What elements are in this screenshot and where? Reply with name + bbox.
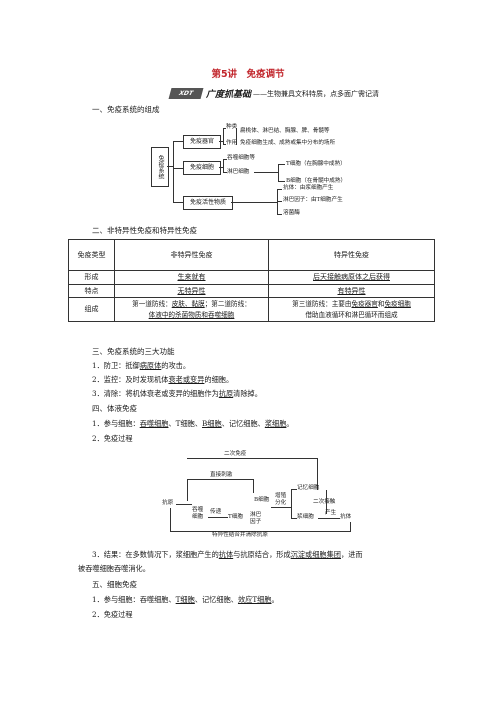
row-feature-label: 特点 <box>68 283 115 298</box>
b-cell-node: B细胞 <box>254 497 270 503</box>
t-cell-label: T细胞（在胸腺中成熟） <box>286 161 346 167</box>
formation-nonspecific: 生来就有 <box>177 273 206 281</box>
humoral-process-label: 2．免疫过程 <box>92 434 133 443</box>
function-item-2: 2．监控：及时发现机体衰老或变异的细胞。 <box>92 375 234 384</box>
function-item-3: 3．清除：将机体衰老或变异的细胞作为抗原清除掉。 <box>92 389 262 398</box>
section4-heading: 四、体液免疫 <box>92 404 137 413</box>
organ-function: 免疫细胞生成、成熟或集中分布的场所 <box>240 140 336 146</box>
page-title: 第5讲 免疫调节 <box>211 69 285 80</box>
section5-heading: 五、细胞免疫 <box>92 580 137 589</box>
row-composition-label: 组成 <box>68 297 115 322</box>
t-cell-node: T细胞 <box>228 514 243 520</box>
plasma-cell-node: 浆细胞 <box>297 514 314 520</box>
banner-logo: XDT <box>168 88 204 99</box>
second-contact-label: 二次接触 <box>313 499 336 505</box>
header-nonspecific: 非特异性免疫 <box>114 239 269 271</box>
cell-box: 免疫细胞 <box>183 161 221 175</box>
phagocyte-node: 吞噬细胞 <box>192 507 204 520</box>
lysozyme-label: 溶菌酶 <box>283 210 300 216</box>
present-label: 传递 <box>210 509 222 515</box>
lymphocyte-label: 淋巴细胞 <box>227 169 250 175</box>
composition-nonspecific: 第一道防线：皮肤、黏膜；第二道防线：体液中的杀菌物质和吞噬细胞 <box>114 297 269 322</box>
organ-function-label: 作用 <box>226 140 238 146</box>
bottom-label: 特异性结合并清除抗原 <box>212 532 268 538</box>
lymphokine-node: 淋巴因子 <box>250 512 262 525</box>
header-specific: 特异性免疫 <box>268 239 435 271</box>
phagocyte-label: 吞噬细胞等 <box>227 155 255 161</box>
section3-heading: 三、免疫系统的三大功能 <box>92 347 175 356</box>
section1-heading: 一、免疫系统的组成 <box>92 105 160 114</box>
organ-types: 扁桃体、淋巴结、胸腺、脾、骨髓等 <box>240 128 330 134</box>
banner-main: 广度抓基础 <box>206 90 252 100</box>
humoral-result-line1: 3．结果：在多数情况下，浆细胞产生的抗体与抗原结合，形成沉淀或细胞集团，进而 <box>92 550 363 559</box>
function-item-1: 1．防卫：抵御病原体的攻击。 <box>92 361 191 370</box>
row-formation-label: 形成 <box>68 270 115 285</box>
direct-stimulation-label: 直接刺激 <box>210 472 233 478</box>
cellular-cells: 1．参与细胞：吞噬细胞、T细胞、记忆细胞、效应T细胞。 <box>92 595 279 604</box>
proliferate-label: 增殖分化 <box>275 493 287 506</box>
section-banner: XDT 广度抓基础 ——生物兼具文科特质，点多面广需记清 <box>168 87 380 100</box>
formation-specific: 后天接触病原体之后获得 <box>313 273 390 281</box>
banner-subtitle: ——生物兼具文科特质，点多面广需记清 <box>253 89 380 98</box>
antibody-label: 抗体：由浆细胞产生 <box>283 185 334 191</box>
antibody-node: 抗体 <box>340 514 352 520</box>
active-substance-box: 免疫活性物质 <box>183 196 233 210</box>
antigen-label: 抗原 <box>162 500 174 506</box>
memory-cell-node: 记忆细胞 <box>297 485 320 491</box>
produce-label: 产生 <box>325 510 337 516</box>
composition-specific: 第三道防线：主要由免疫器官和免疫细胞借助血液循环和淋巴循环而组成 <box>268 297 435 322</box>
b-cell-label: B细胞（在骨髓中成熟） <box>286 178 347 184</box>
immunity-comparison-table: 免疫类型 非特异性免疫 特异性免疫 形成 生来就有 后天接触病原体之后获得 特点… <box>68 239 435 322</box>
organ-box: 免疫器官 <box>183 135 221 149</box>
humoral-result-line2: 被吞噬细胞吞噬消化。 <box>78 564 150 573</box>
lymphokine-label: 淋巴因子：由T细胞产生 <box>283 197 343 203</box>
organ-types-label: 种类 <box>226 124 238 130</box>
root-box: 免疫系统 <box>151 147 169 187</box>
header-type: 免疫类型 <box>68 239 115 271</box>
secondary-immunity-label: 二次免疫 <box>224 451 247 457</box>
cellular-process-label: 2．免疫过程 <box>92 610 133 619</box>
feature-nonspecific: 无特异性 <box>177 286 206 295</box>
humoral-cells: 1．参与细胞：吞噬细胞、T细胞、B细胞、记忆细胞、浆细胞。 <box>92 419 294 428</box>
feature-specific: 有特异性 <box>337 286 366 295</box>
section2-heading: 二、非特异性免疫和特异性免疫 <box>92 226 197 235</box>
